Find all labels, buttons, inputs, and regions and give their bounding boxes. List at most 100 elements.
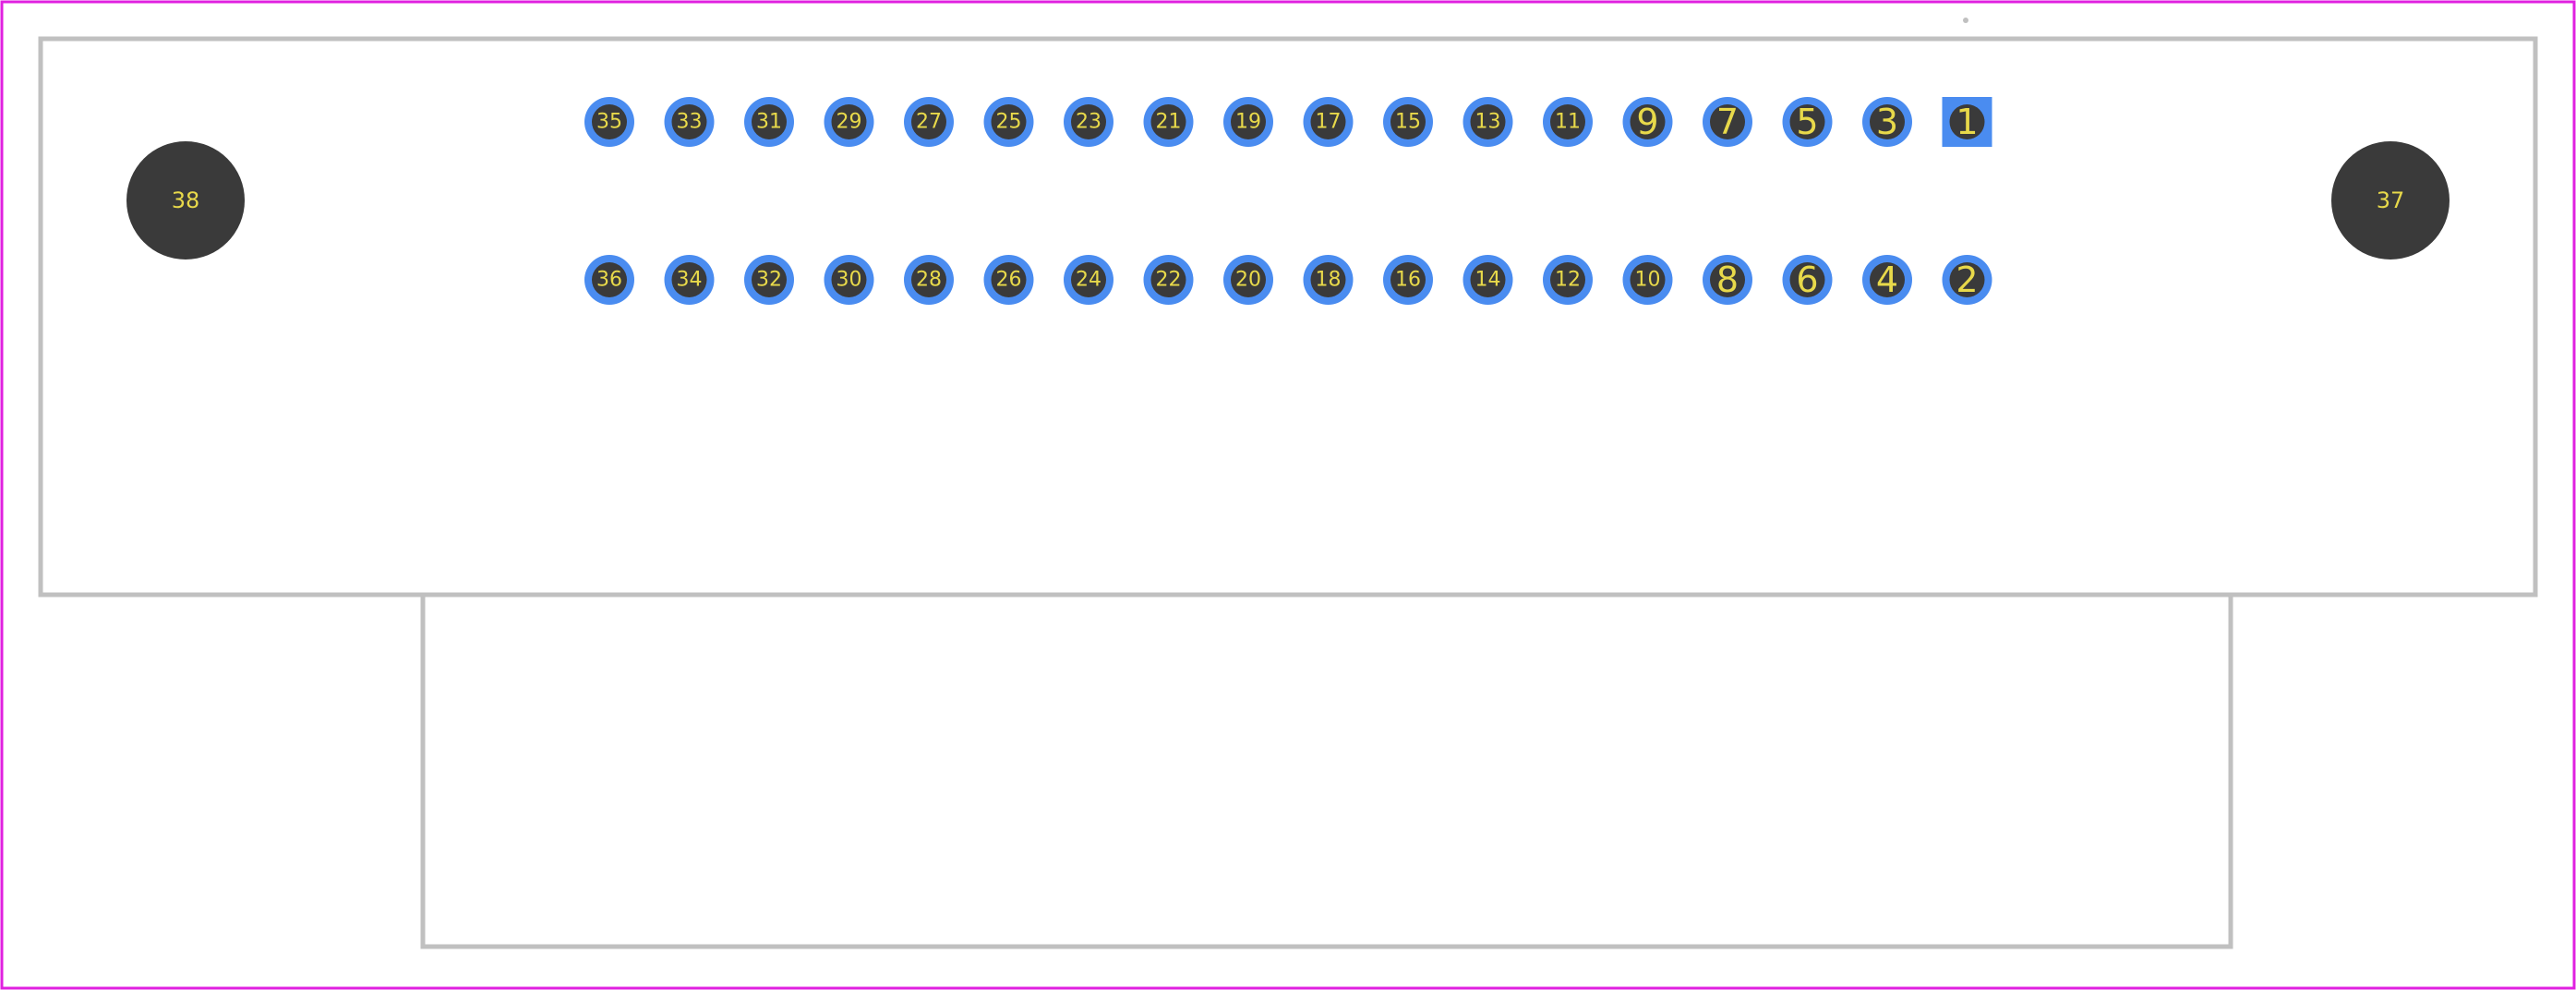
pad-number-label: 9 <box>1636 102 1658 142</box>
pad-12: 12 <box>1543 255 1593 305</box>
pad-drill-hole <box>1390 104 1426 139</box>
pad-32: 32 <box>744 255 794 305</box>
pad-drill-hole <box>831 104 867 139</box>
pad-number-label: 12 <box>1555 269 1581 292</box>
pad-drill-hole <box>1949 262 1985 297</box>
pad-number-label: 36 <box>596 269 622 292</box>
pad-number-label: 2 <box>1956 260 1978 300</box>
pad-drill-hole <box>671 262 707 297</box>
mounting-hole-right: 37 <box>2331 141 2450 260</box>
pad-number-label: 26 <box>996 269 1022 292</box>
pad-drill-hole <box>911 262 946 297</box>
pad-number-label: 29 <box>837 111 862 134</box>
pad-drill-hole <box>1789 104 1825 139</box>
pad-drill-hole <box>991 262 1027 297</box>
pad-drill-hole <box>752 262 787 297</box>
mounting-hole-label: 38 <box>172 187 200 213</box>
pad-number-label: 16 <box>1395 269 1421 292</box>
pad-13: 13 <box>1463 97 1513 147</box>
pad-drill-hole <box>1071 104 1106 139</box>
pad-drill-hole <box>1550 262 1585 297</box>
pad-drill-hole <box>592 262 627 297</box>
pad-25: 25 <box>983 97 1034 147</box>
mounting-holes: 38 37 <box>126 141 2450 260</box>
pad-drill-hole <box>1630 104 1666 139</box>
pad-drill-hole <box>991 104 1027 139</box>
mounting-hole-left: 38 <box>126 141 245 260</box>
pad-29: 29 <box>824 97 874 147</box>
pad-15: 15 <box>1383 97 1433 147</box>
connector-shroud-outline <box>420 597 2233 949</box>
pad-drill-hole <box>911 104 946 139</box>
pad-number-label: 21 <box>1156 111 1182 134</box>
pad-6: 6 <box>1782 255 1833 305</box>
pad-drill-hole <box>831 262 867 297</box>
pad-2: 2 <box>1942 255 1992 305</box>
pad-drill-hole <box>1789 262 1825 297</box>
pad-31: 31 <box>744 97 794 147</box>
pad-number-label: 11 <box>1555 111 1581 134</box>
pad-1: 1 <box>1942 97 1992 147</box>
connector-outline <box>38 18 2538 949</box>
mounting-hole-label: 37 <box>2377 187 2405 213</box>
pad-14: 14 <box>1463 255 1513 305</box>
pad-drill-hole <box>1630 262 1666 297</box>
pad-number-label: 31 <box>756 111 782 134</box>
pad-35: 35 <box>584 97 634 147</box>
pad-drill-hole <box>1550 104 1585 139</box>
pad-number-label: 19 <box>1235 111 1261 134</box>
pad-drill-hole <box>1231 104 1266 139</box>
pad-9: 9 <box>1622 97 1673 147</box>
pad-4: 4 <box>1862 255 1912 305</box>
pad-26: 26 <box>983 255 1034 305</box>
pad-number-label: 13 <box>1475 111 1501 134</box>
pad-number-label: 8 <box>1716 260 1739 300</box>
pad-number-label: 6 <box>1796 260 1818 300</box>
pad-16: 16 <box>1383 255 1433 305</box>
pad-number-label: 15 <box>1395 111 1421 134</box>
pad-18: 18 <box>1303 255 1354 305</box>
pad-7: 7 <box>1703 97 1752 147</box>
pad-number-label: 3 <box>1876 102 1898 142</box>
connector-housing-outline <box>38 36 2538 598</box>
origin-marker <box>1963 18 1968 23</box>
mounting-hole-left-drill <box>126 141 245 260</box>
mounting-hole-right-drill <box>2331 141 2450 260</box>
pad-19: 19 <box>1223 97 1273 147</box>
pad-number-label: 28 <box>916 269 942 292</box>
pad-drill-hole <box>1870 104 1905 139</box>
pad-8: 8 <box>1703 255 1752 305</box>
pad-drill-hole <box>1231 262 1266 297</box>
pad-number-label: 34 <box>677 269 703 292</box>
pad-22: 22 <box>1143 255 1194 305</box>
pad-number-label: 5 <box>1796 102 1818 142</box>
pad-number-label: 20 <box>1235 269 1261 292</box>
pad-drill-hole <box>671 104 707 139</box>
pad-number-label: 30 <box>837 269 862 292</box>
pad-drill-hole <box>1150 262 1186 297</box>
pad-number-label: 7 <box>1716 102 1739 142</box>
pad-36: 36 <box>584 255 634 305</box>
pad-number-label: 27 <box>916 111 942 134</box>
pad-number-label: 17 <box>1316 111 1342 134</box>
pad-drill-hole <box>1310 104 1346 139</box>
pad-number-label: 18 <box>1316 269 1342 292</box>
pad-number-label: 24 <box>1076 269 1101 292</box>
pad-drill-hole <box>752 104 787 139</box>
pad-17: 17 <box>1303 97 1354 147</box>
pad-number-label: 1 <box>1956 102 1978 142</box>
pad-drill-hole <box>1310 262 1346 297</box>
pad-drill-hole <box>1150 104 1186 139</box>
pad-drill-hole <box>1470 104 1506 139</box>
pad-24: 24 <box>1064 255 1113 305</box>
pad-20: 20 <box>1223 255 1273 305</box>
pad-number-label: 25 <box>996 111 1022 134</box>
pad-11: 11 <box>1543 97 1593 147</box>
pad-number-label: 23 <box>1076 111 1101 134</box>
pad-28: 28 <box>904 255 954 305</box>
pad-5: 5 <box>1782 97 1833 147</box>
pad-number-label: 4 <box>1876 260 1898 300</box>
